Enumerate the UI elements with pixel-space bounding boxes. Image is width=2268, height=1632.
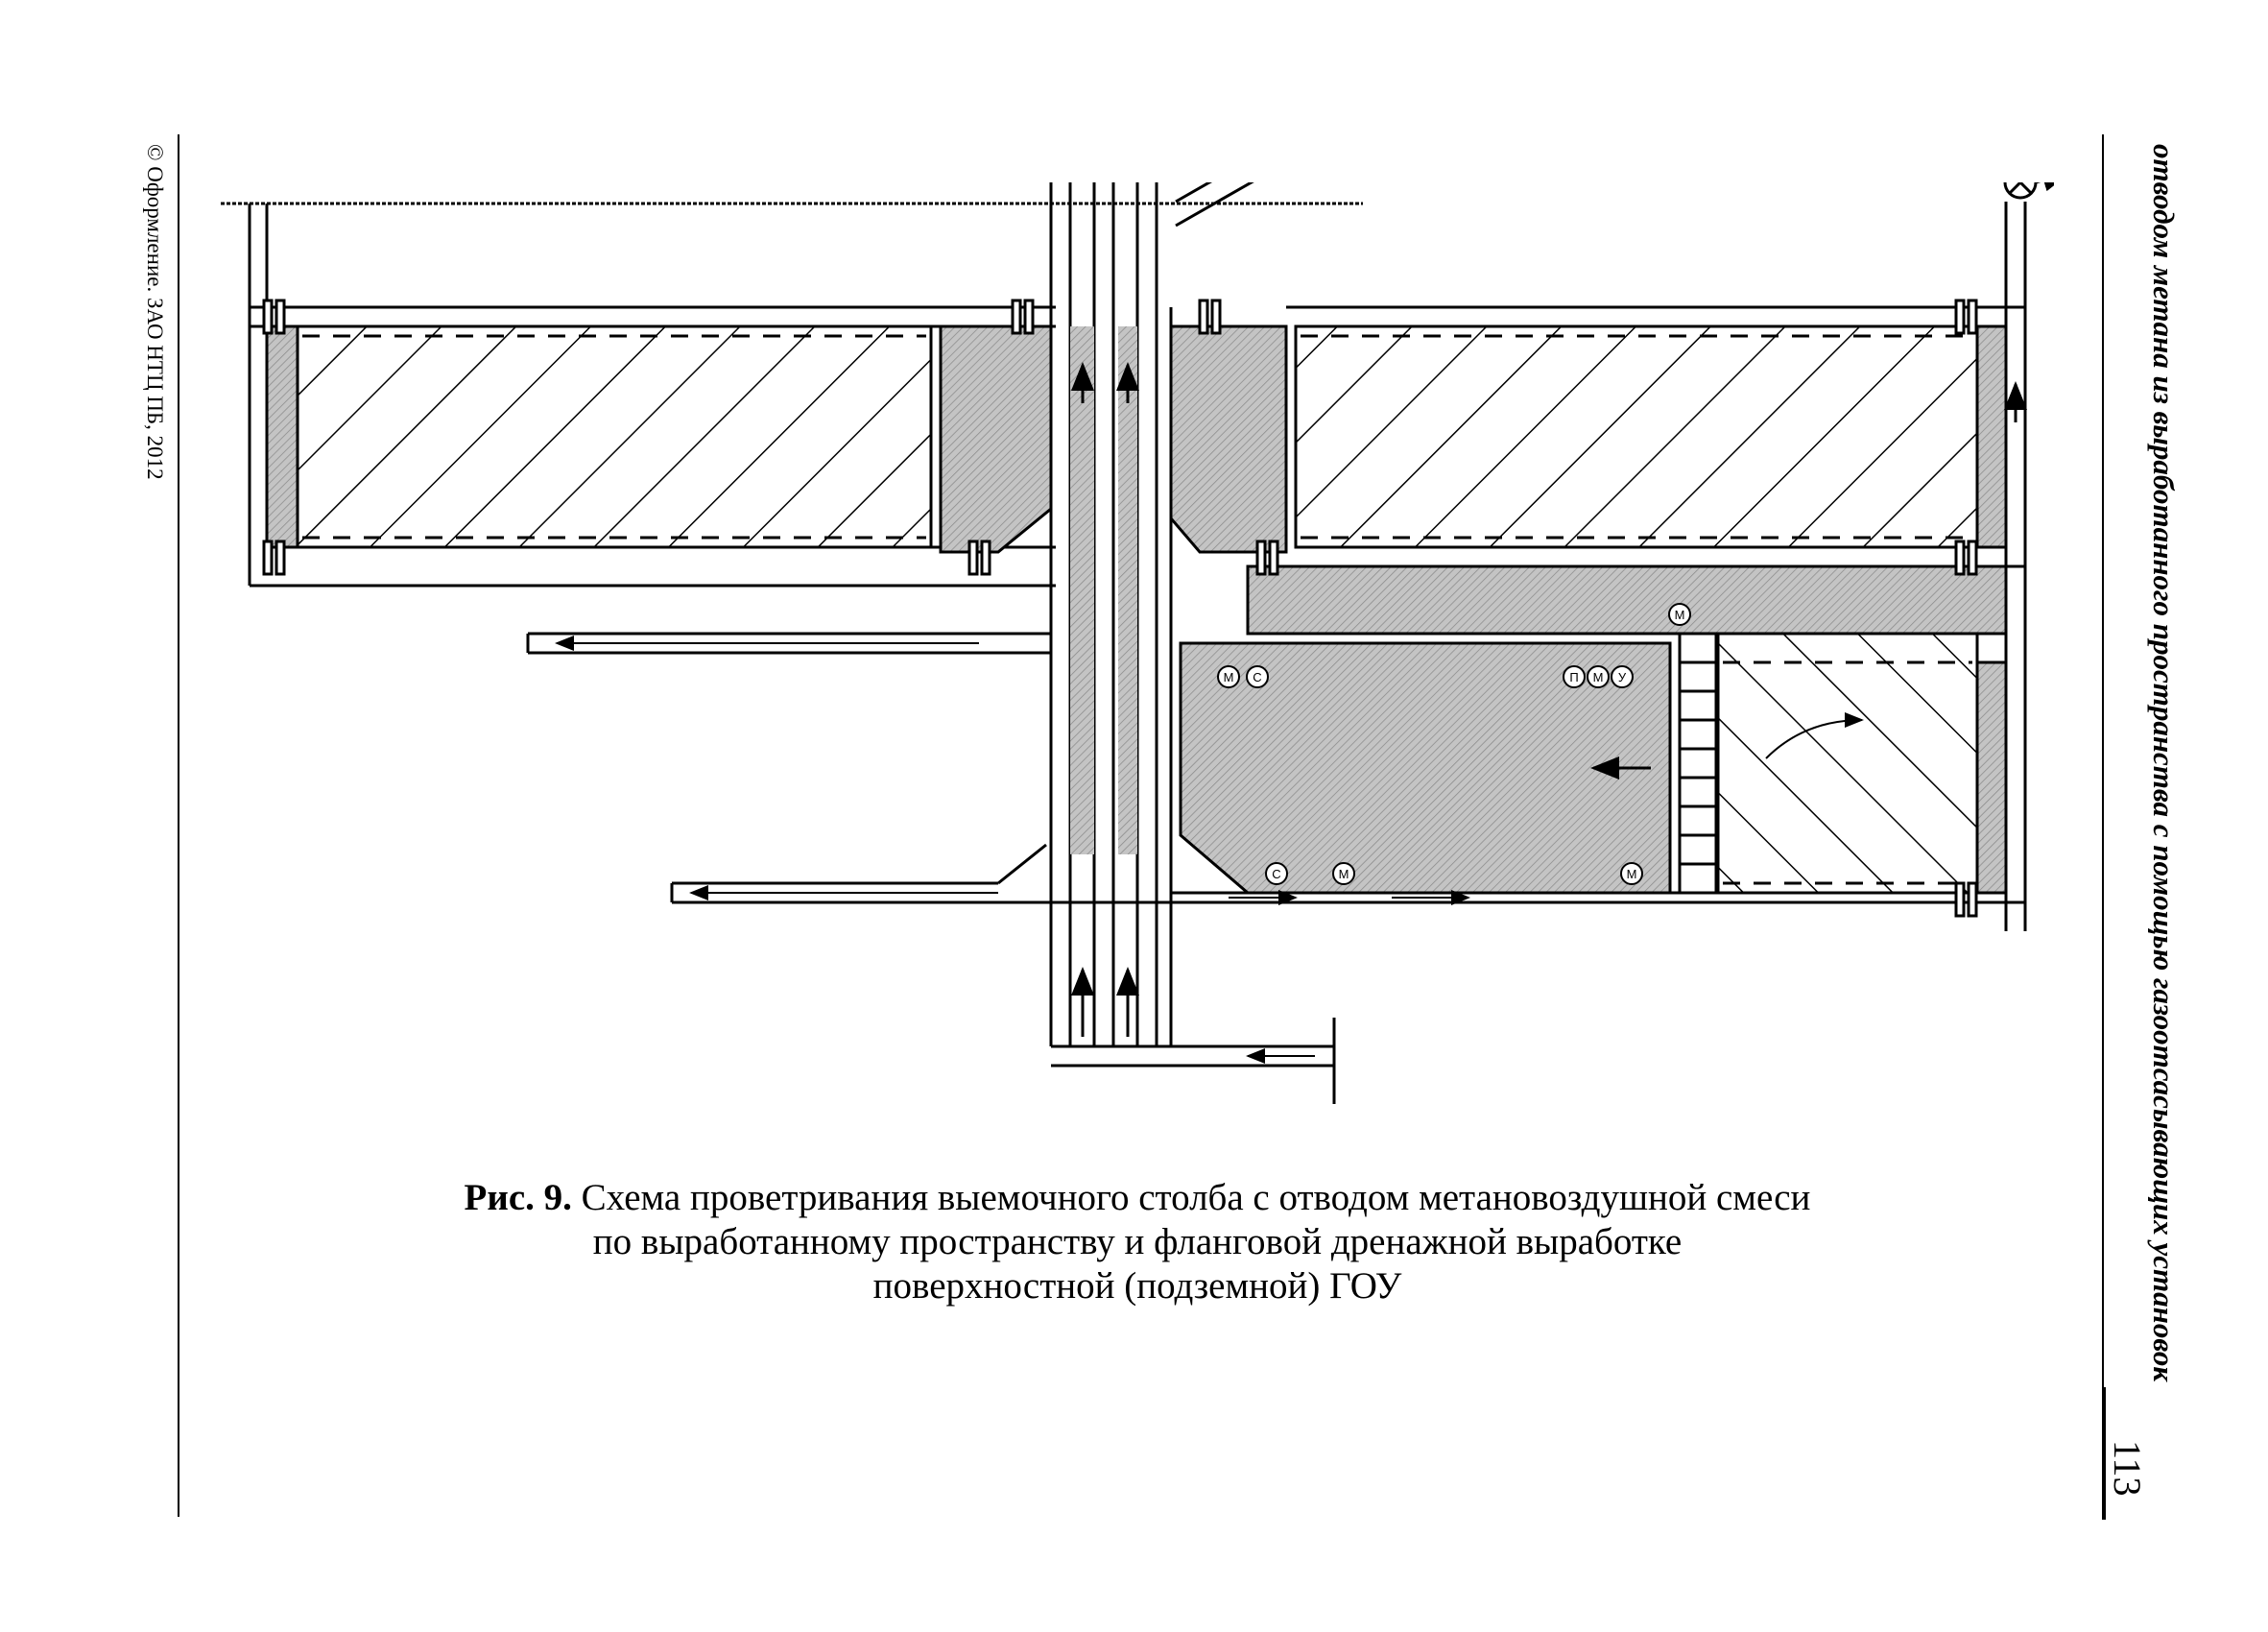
airflow-arrow-icon bbox=[1071, 362, 2027, 1037]
goaf-right bbox=[1294, 324, 1979, 549]
marker-circle bbox=[1620, 862, 1643, 885]
page-number-rule bbox=[2102, 1387, 2106, 1520]
marker-circle bbox=[1563, 665, 1586, 688]
top-roadway bbox=[221, 202, 1363, 328]
marker-label: М bbox=[1593, 670, 1604, 684]
left-margin-rule bbox=[178, 134, 179, 1517]
marker-circle bbox=[1265, 862, 1288, 885]
lower-right-shade bbox=[1975, 660, 2008, 895]
pillar-right bbox=[1169, 324, 1288, 554]
goaf-right-dashes bbox=[1301, 334, 1972, 540]
marker-circle bbox=[1611, 665, 1634, 688]
marker-label: М bbox=[1224, 670, 1234, 684]
goaf-left bbox=[296, 324, 933, 549]
marker-circle bbox=[1217, 665, 1240, 688]
longwall-face bbox=[1678, 632, 1718, 895]
marker-label: С bbox=[1253, 670, 1261, 684]
marker-label: М bbox=[1627, 867, 1637, 881]
marker-label: П bbox=[1569, 670, 1578, 684]
figure-label: Рис. 9. bbox=[464, 1177, 572, 1218]
ventilation-door-icon bbox=[262, 299, 1978, 918]
caption-line-1: Рис. 9. Схема проветривания выемочного с… bbox=[288, 1176, 1987, 1220]
ventilation-scheme-diagram: М С П М У М С М М bbox=[221, 182, 2054, 1104]
pillar-left bbox=[939, 324, 1053, 554]
drainage-roadway bbox=[1246, 564, 2008, 636]
caption-text-1: Схема проветривания выемочного столба с … bbox=[581, 1177, 1811, 1218]
marker-label: М bbox=[1675, 608, 1685, 622]
marker-circle bbox=[1668, 603, 1691, 626]
running-header-text: отводом метана из выработанного простран… bbox=[2147, 144, 2181, 1382]
central-shafts bbox=[1049, 182, 1254, 1046]
bottom-roadway bbox=[670, 843, 2025, 905]
goaf-lower bbox=[1716, 632, 1979, 895]
marker-circle bbox=[1332, 862, 1355, 885]
goaf-lower-dashes bbox=[1723, 660, 1972, 885]
marker-label: С bbox=[1272, 867, 1280, 881]
left-branch-roadway bbox=[526, 632, 1051, 655]
right-return-shade bbox=[1975, 324, 2008, 549]
marker-circle bbox=[1246, 665, 1269, 688]
caption-line-3: поверхностной (подземной) ГОУ bbox=[872, 1265, 1402, 1307]
lower-intake bbox=[1051, 1018, 1336, 1104]
caption-line-2: по выработанному пространству и флангово… bbox=[592, 1221, 1683, 1262]
goaf-dashes bbox=[302, 334, 926, 540]
figure-caption: Рис. 9. Схема проветривания выемочного с… bbox=[288, 1176, 1987, 1308]
face-advance-arrow bbox=[1765, 712, 1864, 759]
ventilation-fan-icon bbox=[2003, 182, 2054, 200]
right-margin-rule bbox=[2102, 134, 2104, 1517]
marker-circle bbox=[1587, 665, 1610, 688]
page-number-text: 113 bbox=[2106, 1440, 2149, 1497]
marker-label: М bbox=[1339, 867, 1349, 881]
copyright-text: © Оформление. ЗАО НТЦ ПБ, 2012 bbox=[143, 144, 167, 480]
measurement-station-icon: М С П М У М С М М bbox=[1217, 603, 1691, 885]
left-shaft bbox=[248, 204, 1056, 588]
marker-label: У bbox=[1618, 670, 1627, 684]
